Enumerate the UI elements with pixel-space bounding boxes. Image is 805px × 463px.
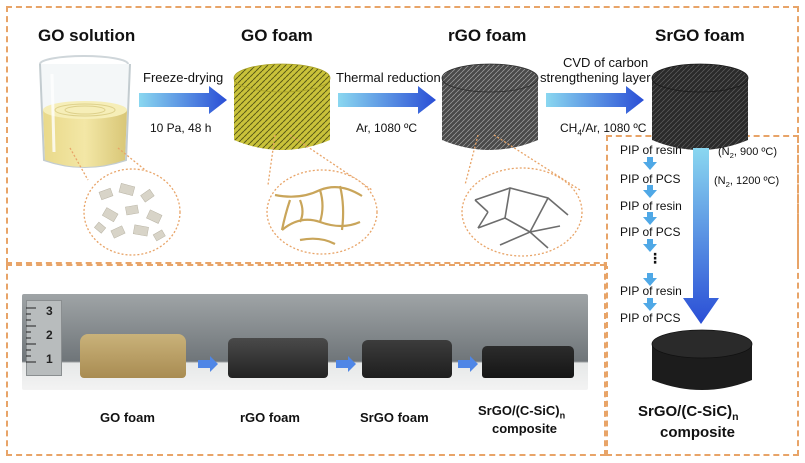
beaker-illustration — [39, 55, 131, 168]
composite-title: SrGO/(C-SiC)n — [638, 403, 739, 423]
cvd-label-line1: CVD of carbon — [563, 55, 649, 70]
rgo-foam-title: rGO foam — [448, 26, 527, 45]
go-foam-illustration — [233, 63, 331, 150]
go-foam-title: GO foam — [241, 26, 313, 45]
photo-caption-go: GO foam — [100, 410, 155, 425]
pip-step-4: PIP of PCS — [620, 225, 681, 239]
cvd-conditions: CH4/Ar, 1080 ºC — [560, 121, 647, 138]
rgo-foam-illustration — [441, 63, 539, 150]
pip-step-3: PIP of resin — [620, 199, 682, 213]
pip-main-arrow — [683, 148, 719, 324]
arrow-freeze-drying — [139, 86, 227, 114]
photo-go-foam — [80, 334, 186, 378]
pip-small-arrows — [643, 157, 657, 311]
pip-ellipsis: ⋮ — [648, 250, 662, 266]
photo-caption-composite: SrGO/(C-SiC)n — [478, 403, 566, 421]
bottom-left-frame — [6, 264, 606, 456]
freeze-drying-conditions: 10 Pa, 48 h — [150, 121, 212, 135]
thermal-reduction-conditions: Ar, 1080 ºC — [356, 121, 418, 135]
ruler-mark-1: 1 — [46, 352, 53, 366]
photo-caption-srgo: SrGO foam — [360, 410, 429, 425]
thermal-reduction-label: Thermal reduction — [336, 70, 441, 85]
pcs-conditions: (N2, 1200 ºC) — [714, 175, 780, 190]
photo-caption-composite-line2: composite — [492, 421, 558, 436]
cvd-label-line2: strengthening layer — [540, 70, 651, 85]
freeze-drying-label: Freeze-drying — [143, 70, 224, 85]
arrow-cvd — [546, 86, 644, 114]
pip-step-6: PIP of PCS — [620, 311, 681, 325]
composite-title-line2: composite — [660, 424, 736, 441]
ruler-mark-3: 3 — [46, 304, 53, 318]
ruler-ticks — [26, 307, 36, 363]
ruler-mark-2: 2 — [46, 328, 53, 342]
photo-composite — [482, 346, 574, 378]
resin-conditions: (N2, 900 ºC) — [718, 146, 778, 161]
srgo-foam-illustration — [651, 63, 749, 150]
photo-caption-rgo: rGO foam — [240, 410, 300, 425]
pip-step-2: PIP of PCS — [620, 172, 681, 186]
pip-step-5: PIP of resin — [620, 284, 682, 298]
photo-srgo-foam — [362, 340, 452, 378]
sample-photo: 3 2 1 — [22, 294, 588, 390]
photo-rgo-foam — [228, 338, 328, 378]
srgo-foam-title: SrGO foam — [655, 26, 745, 45]
composite-illustration — [651, 329, 753, 390]
photo-arrows — [198, 356, 478, 372]
zoom-connectors — [69, 134, 583, 257]
go-solution-title: GO solution — [38, 26, 136, 45]
arrow-thermal-reduction — [338, 86, 436, 114]
pip-step-1: PIP of resin — [620, 143, 682, 157]
